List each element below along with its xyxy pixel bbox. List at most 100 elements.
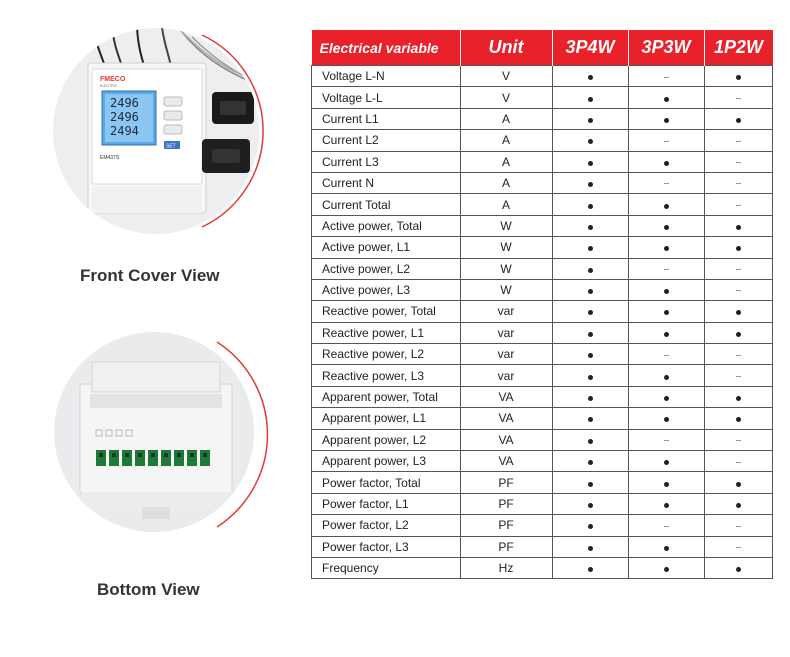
cell-p3w xyxy=(627,278,705,302)
cell-unit: var xyxy=(459,343,553,366)
supported-dot-icon xyxy=(663,460,669,466)
cell-unit: A xyxy=(459,107,553,131)
cell-unit: VA xyxy=(459,407,553,430)
supported-dot-icon xyxy=(735,481,741,487)
supported-dot-icon xyxy=(735,396,741,402)
cell-p4w xyxy=(551,150,629,173)
cell-unit: PF xyxy=(459,535,553,558)
cell-variable: Power factor, L2 xyxy=(311,514,461,537)
cell-variable: Current Total xyxy=(311,193,461,216)
not-supported-dash-icon xyxy=(735,290,741,292)
cell-p4w xyxy=(551,86,629,109)
cell-unit: A xyxy=(459,193,553,216)
supported-dot-icon xyxy=(587,503,593,508)
supported-dot-icon xyxy=(587,203,593,209)
supported-dot-icon xyxy=(587,139,593,145)
cell-unit: Hz xyxy=(459,556,553,580)
cell-unit: var xyxy=(459,300,553,323)
not-supported-dash-icon xyxy=(735,547,741,549)
cell-variable: Power factor, L1 xyxy=(311,492,461,516)
cell-variable: Voltage L-N xyxy=(311,64,461,88)
supported-dot-icon xyxy=(587,224,593,230)
set-button-label: SET xyxy=(166,144,176,150)
cell-variable: Active power, L2 xyxy=(311,257,461,280)
cell-p3w xyxy=(627,171,705,195)
cell-p2w xyxy=(703,214,773,238)
header-3p4w: 3P4W xyxy=(551,30,628,66)
cell-p3w xyxy=(627,428,705,452)
cell-p2w xyxy=(703,64,773,88)
supported-dot-icon xyxy=(587,289,593,295)
supported-dot-icon xyxy=(735,117,741,123)
supported-dot-icon xyxy=(587,160,593,166)
cell-p4w xyxy=(551,214,629,238)
cell-p2w xyxy=(703,171,773,195)
supported-dot-icon xyxy=(587,524,593,530)
supported-dot-icon xyxy=(663,331,669,337)
cell-variable: Current L3 xyxy=(311,150,461,173)
cell-unit: W xyxy=(459,278,553,302)
supported-dot-icon xyxy=(735,310,741,316)
cell-p4w xyxy=(551,193,629,216)
cell-p4w xyxy=(551,407,629,430)
device-brand: FMECO xyxy=(100,76,126,83)
cell-variable: Active power, L1 xyxy=(311,236,461,259)
cell-p4w xyxy=(551,171,629,195)
supported-dot-icon xyxy=(587,117,593,123)
not-supported-dash-icon xyxy=(663,525,669,527)
cell-p2w xyxy=(703,556,773,580)
cell-unit: W xyxy=(459,214,553,238)
cell-p4w xyxy=(551,450,629,473)
cell-p3w xyxy=(627,471,705,494)
not-supported-dash-icon xyxy=(735,183,741,185)
cell-variable: Reactive power, L2 xyxy=(311,343,461,366)
cell-variable: Active power, L3 xyxy=(311,278,461,302)
cell-p3w xyxy=(627,514,705,537)
supported-dot-icon xyxy=(735,224,741,230)
cell-p4w xyxy=(551,278,629,302)
supported-dot-icon xyxy=(587,481,593,487)
supported-dot-icon xyxy=(663,310,669,316)
cell-unit: V xyxy=(459,86,553,109)
cell-p3w xyxy=(627,492,705,516)
cell-variable: Active power, Total xyxy=(311,214,461,238)
bottom-view-photo xyxy=(42,332,269,552)
cell-p4w xyxy=(551,107,629,131)
supported-dot-icon xyxy=(587,267,593,273)
supported-dot-icon xyxy=(587,567,593,573)
supported-dot-icon xyxy=(587,460,593,466)
not-supported-dash-icon xyxy=(735,440,741,442)
supported-dot-icon xyxy=(587,353,593,359)
cell-p4w xyxy=(551,428,629,452)
supported-dot-icon xyxy=(663,160,669,166)
cell-p4w xyxy=(551,257,629,280)
cell-p3w xyxy=(627,450,705,473)
cell-p3w xyxy=(627,556,705,580)
table-header-row: Electrical variable Unit 3P4W 3P3W 1P2W xyxy=(311,30,773,66)
cell-p2w xyxy=(703,86,773,109)
cell-p2w xyxy=(703,407,773,430)
not-supported-dash-icon xyxy=(663,76,669,78)
not-supported-dash-icon xyxy=(735,204,741,206)
cell-unit: PF xyxy=(459,492,553,516)
cell-unit: VA xyxy=(459,450,553,473)
bottom-view-caption: Bottom View xyxy=(97,580,200,599)
cell-p3w xyxy=(627,385,705,409)
cell-p2w xyxy=(703,321,773,345)
supported-dot-icon xyxy=(663,567,669,573)
cell-variable: Voltage L-L xyxy=(311,86,461,109)
supported-dot-icon xyxy=(735,417,741,423)
cell-variable: Apparent power, L1 xyxy=(311,407,461,430)
